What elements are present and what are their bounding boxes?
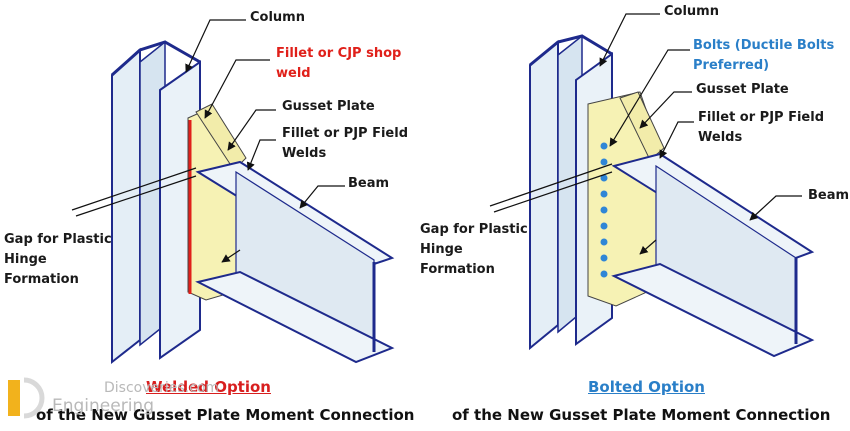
- watermark-line2: Engineering: [52, 396, 154, 416]
- beam-bottom-flange-right: [611, 262, 815, 358]
- label-gap-left-line3: Formation: [4, 272, 79, 287]
- label-beam-right: Beam: [808, 188, 850, 203]
- label-bolts-line1: Bolts (Ductile Bolts: [693, 38, 835, 53]
- welded-option-drawing: [111, 40, 395, 365]
- label-field-weld-left-line2: Welds: [282, 146, 327, 161]
- label-column-right: Column: [664, 4, 719, 19]
- label-gap-right-line3: Formation: [420, 262, 495, 277]
- label-column-left: Column: [250, 10, 305, 25]
- caption-welded-option: Welded Option: [146, 378, 271, 396]
- gusset-stiffener-left: [195, 103, 247, 171]
- label-beam-left: Beam: [348, 176, 390, 191]
- beam-bottom-flange-left: [195, 270, 395, 364]
- left-leaders: [71, 19, 345, 263]
- caption-bolted-option: Bolted Option: [588, 378, 705, 396]
- label-gap-left-line1: Gap for Plastic: [4, 232, 112, 247]
- label-gap-left-line2: Hinge: [4, 252, 47, 267]
- label-shop-weld-line2: weld: [276, 66, 311, 81]
- label-gap-right-line2: Hinge: [420, 242, 463, 257]
- label-shop-weld-line1: Fillet or CJP shop: [276, 46, 402, 61]
- label-field-weld-left-line1: Fillet or PJP Field: [282, 126, 409, 141]
- label-gusset-right: Gusset Plate: [696, 82, 789, 97]
- caption-welded-subtitle: of the New Gusset Plate Moment Connectio…: [36, 406, 415, 424]
- label-gusset-left: Gusset Plate: [282, 99, 375, 114]
- label-field-weld-right-line2: Welds: [698, 130, 743, 145]
- column-flange-left: [111, 47, 141, 365]
- label-bolts-line2: Preferred): [693, 58, 770, 73]
- label-field-weld-right-line1: Fillet or PJP Field: [698, 110, 825, 125]
- bolt-column: [600, 142, 608, 278]
- watermark-logo: [8, 377, 45, 419]
- caption-bolted-subtitle: of the New Gusset Plate Moment Connectio…: [452, 406, 831, 424]
- watermark-line1: Discoveries.com: [104, 380, 220, 396]
- label-gap-right-line1: Gap for Plastic: [420, 222, 528, 237]
- right-leaders: [489, 13, 802, 255]
